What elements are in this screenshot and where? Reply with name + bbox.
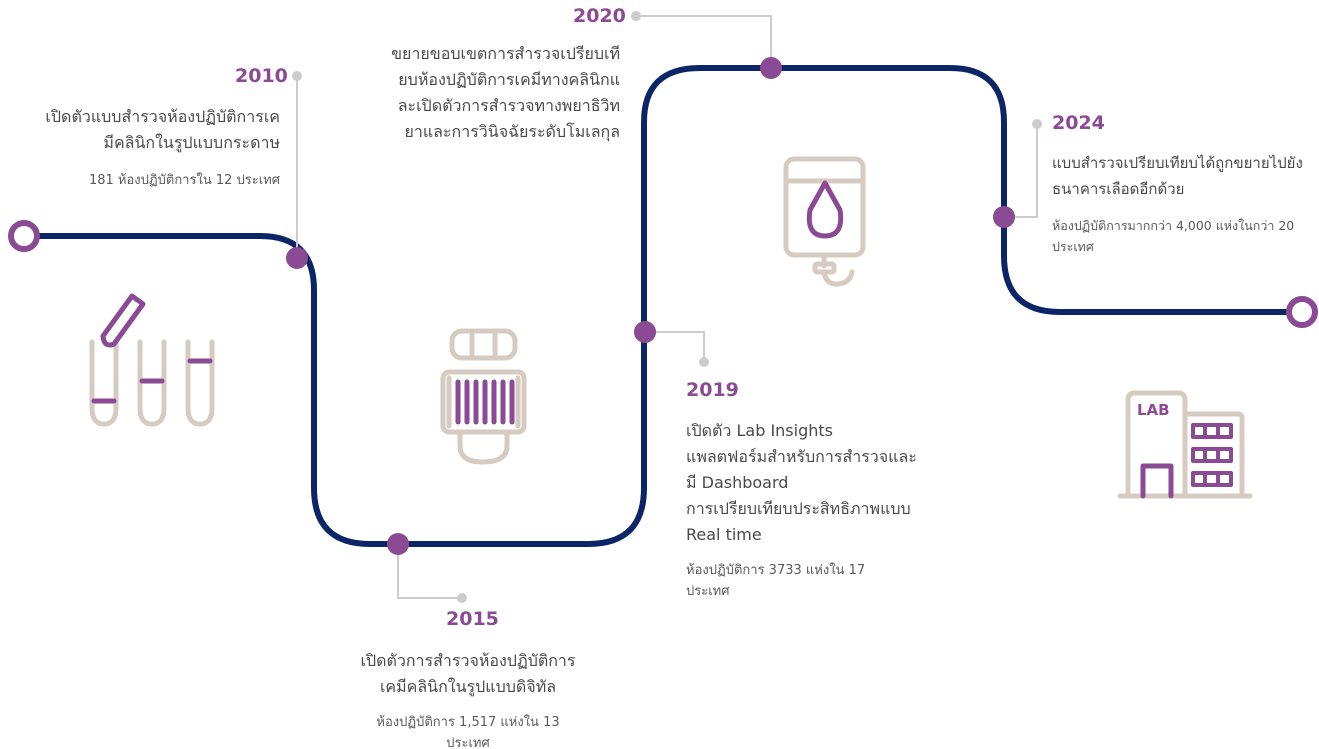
description-line: ขยายขอบเขตการสำรวจเปรียบเที [391, 44, 620, 63]
description-line: การเปรียบเทียบประสิทธิภาพแบบ [686, 499, 911, 518]
connector-end-dot-2019 [699, 357, 709, 367]
year-2019: 2019 [686, 379, 739, 401]
timeline-path [21, 65, 1305, 547]
description-line: เคมีคลินิกในรูปแบบดิจิทัล [379, 677, 557, 696]
description-line: มีคลินิกในรูปแบบกระดาษ [103, 133, 280, 152]
connector-end-dot-2020 [631, 11, 641, 21]
description-line: เปิดตัวการสำรวจห้องปฏิบัติการ [360, 651, 576, 670]
timeline-end-ring [1286, 296, 1318, 328]
description-line: มี Dashboard [686, 473, 789, 492]
subtext-line: ห้องปฏิบัติการมากกว่า 4,000 แห่งในกว่า 2… [1052, 218, 1295, 233]
subtext-line: ประเทศ [686, 584, 730, 599]
description-line: ยาและการวินิจฉัยระดับโมเลกุล [404, 122, 620, 141]
year-2010: 2010 [235, 65, 288, 87]
connector-end-dot-2015 [457, 593, 467, 603]
milestone-2015-description: เปิดตัวการสำรวจห้องปฏิบัติการ เคมีคลินิก… [330, 648, 606, 700]
connector-2015 [397, 544, 462, 599]
connector-2019 [645, 331, 705, 362]
milestone-dot-2024 [993, 206, 1015, 228]
milestone-2019-description: เปิดตัว Lab Insights แพลตฟอร์มสำหรับการส… [686, 418, 917, 548]
connector-2020 [636, 15, 772, 68]
connector-end-dot-2024 [1032, 119, 1042, 129]
connector-end-dot-2010 [292, 71, 302, 81]
milestone-2015-subtext: ห้องปฏิบัติการ 1,517 แห่งใน 13 ประเทศ [358, 712, 578, 749]
year-2020: 2020 [573, 5, 626, 27]
test-tubes-icon [89, 293, 215, 427]
subtext-line: ห้องปฏิบัติการ 1,517 แห่งใน 13 [376, 715, 560, 730]
milestone-dot-2020 [760, 57, 782, 79]
milestone-dot-2015 [387, 533, 409, 555]
description-line: แบบสำรวจเปรียบเทียบได้ถูกขยายไปยัง [1052, 154, 1303, 172]
subtext-line: 181 ห้องปฏิบัติการใน 12 ประเทศ [88, 173, 280, 188]
description-line: Real time [686, 525, 762, 544]
milestone-2024-subtext: ห้องปฏิบัติการมากกว่า 4,000 แห่งในกว่า 2… [1052, 215, 1294, 257]
year-2024: 2024 [1052, 112, 1105, 134]
milestone-2010-subtext: 181 ห้องปฏิบัติการใน 12 ประเทศ [89, 170, 280, 191]
description-line: เปิดตัว Lab Insights [686, 421, 833, 440]
lab-sign-text: LAB [1137, 401, 1170, 419]
milestone-2020-description: ขยายขอบเขตการสำรวจเปรียบเที ยบห้องปฏิบัต… [391, 41, 620, 145]
subtext-line: ห้องปฏิบัติการ 3733 แห่งใน 17 [686, 563, 866, 578]
specimen-container-icon [440, 328, 527, 465]
milestone-2010-description: เปิดตัวแบบสำรวจห้องปฏิบัติการเค มีคลินิก… [45, 104, 280, 156]
milestone-dot-2019 [634, 321, 656, 343]
milestone-2024-description: แบบสำรวจเปรียบเทียบได้ถูกขยายไปยัง ธนาคา… [1052, 150, 1303, 202]
connector-2024 [1004, 124, 1038, 218]
milestone-2019-subtext: ห้องปฏิบัติการ 3733 แห่งใน 17 ประเทศ [686, 560, 865, 602]
timeline-start-ring [8, 220, 40, 252]
description-line: ยบห้องปฏิบัติการเคมีทางคลินิกแ [398, 70, 620, 89]
lab-building-icon: LAB [1117, 390, 1253, 499]
subtext-line: ประเทศ [446, 736, 490, 749]
subtext-line: ประเทศ [1052, 239, 1094, 254]
description-line: ละเปิดตัวการสำรวจทางพยาธิวิท [397, 96, 620, 115]
description-line: เปิดตัวแบบสำรวจห้องปฏิบัติการเค [45, 107, 280, 126]
description-line: ธนาคารเลือดอีกด้วย [1052, 180, 1185, 198]
description-line: แพลตฟอร์มสำหรับการสำรวจและ [686, 447, 917, 466]
blood-bag-icon [783, 156, 866, 287]
year-2015: 2015 [446, 608, 499, 630]
milestone-dot-2010 [286, 247, 308, 269]
